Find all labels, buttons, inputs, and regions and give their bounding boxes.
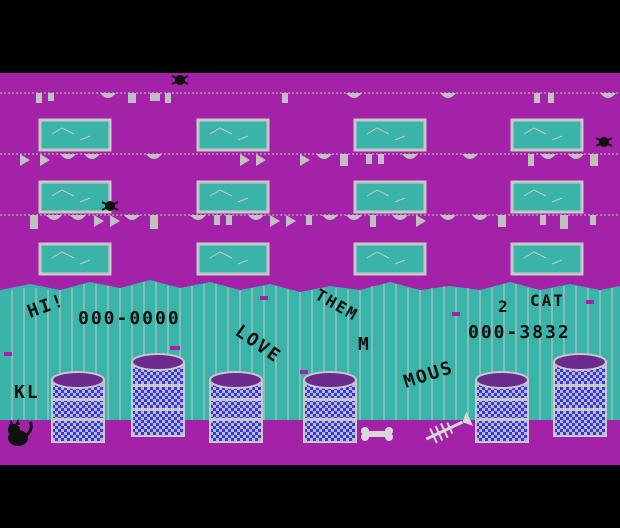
graffiti-two: 2 (498, 297, 510, 316)
windows (38, 118, 584, 276)
window (353, 180, 427, 214)
trash-can-icon[interactable] (553, 353, 607, 437)
window (38, 180, 112, 214)
laundry (20, 93, 616, 229)
spider-icon (171, 75, 189, 85)
window (196, 118, 270, 152)
window (510, 118, 584, 152)
window (38, 242, 112, 276)
window (510, 242, 584, 276)
graffiti-cat: CAT (530, 291, 565, 310)
graffiti-phone-left: 000-0000 (78, 308, 181, 329)
trash-can-icon[interactable] (131, 353, 185, 437)
window (353, 118, 427, 152)
bone-icon[interactable] (361, 427, 393, 441)
window (196, 242, 270, 276)
trash-can-icon[interactable] (475, 371, 529, 443)
window-reflections (51, 127, 563, 265)
graffiti-kl: KL (14, 382, 40, 403)
window (510, 180, 584, 214)
spider-icon (101, 201, 119, 211)
window (353, 242, 427, 276)
trash-can-icon[interactable] (51, 371, 105, 443)
window (38, 118, 112, 152)
trash-cans (51, 353, 607, 443)
black-cat-icon[interactable] (8, 419, 33, 446)
trash-can-icon[interactable] (303, 371, 357, 443)
graffiti-phone-right: 000-3832 (468, 322, 571, 343)
fish-skeleton-icon[interactable] (423, 411, 474, 447)
trash-can-icon[interactable] (209, 371, 263, 443)
spider-icon (595, 137, 613, 147)
graffiti-m: M (358, 334, 371, 355)
window (196, 180, 270, 214)
